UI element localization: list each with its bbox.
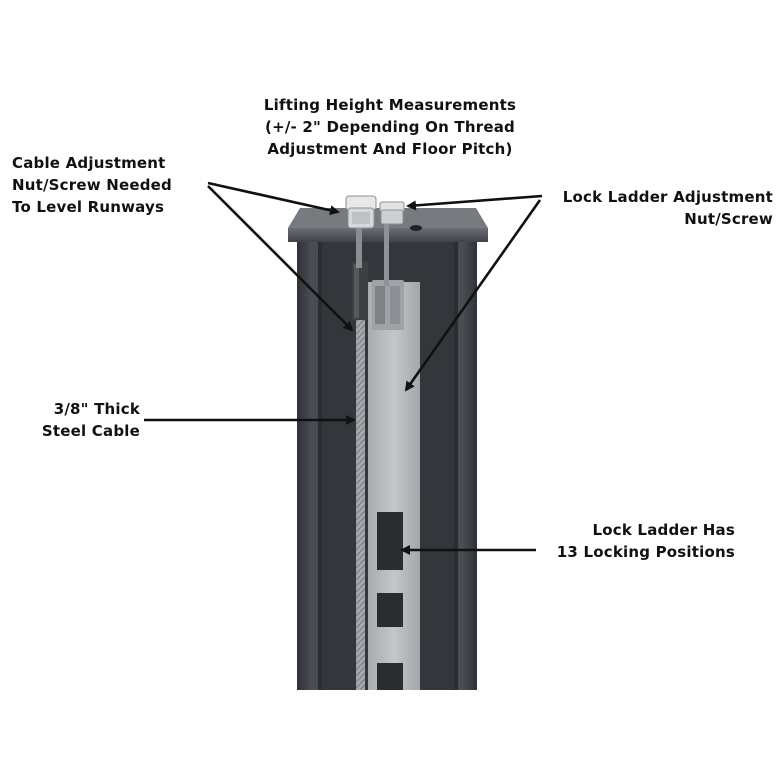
callout-cable-adjustment: Cable Adjustment Nut/Screw Needed To Lev… bbox=[12, 152, 172, 218]
callout-line: To Level Runways bbox=[12, 198, 165, 216]
callout-locking-positions: Lock Ladder Has 13 Locking Positions bbox=[557, 519, 735, 563]
callout-line: Adjustment And Floor Pitch) bbox=[267, 140, 513, 158]
plate-hole bbox=[410, 225, 422, 231]
arrow-lock-ladder bbox=[404, 199, 542, 392]
callout-line: 13 Locking Positions bbox=[556, 543, 735, 561]
ladder-slot bbox=[377, 663, 403, 690]
ladder-slot bbox=[377, 512, 403, 570]
callout-line: Lock Ladder Has bbox=[592, 521, 735, 539]
callout-line: Lifting Height Measurements bbox=[263, 96, 517, 114]
arrow-cable-adjustment-nut bbox=[207, 181, 340, 216]
callout-line: Nut/Screw Needed bbox=[12, 176, 172, 194]
callout-line: Steel Cable bbox=[41, 422, 140, 440]
callout-line: Lock Ladder Adjustment bbox=[562, 188, 773, 206]
cable-threaded-rod bbox=[356, 218, 362, 268]
callout-line: Cable Adjustment bbox=[12, 154, 166, 172]
arrow-lock-ladder-nut bbox=[406, 194, 543, 211]
callout-steel-cable: 3/8" Thick Steel Cable bbox=[30, 398, 140, 442]
callout-lifting-height: Lifting Height Measurements (+/- 2" Depe… bbox=[240, 94, 540, 160]
ladder-slot bbox=[377, 593, 403, 627]
cable-adjustment-nut bbox=[345, 195, 377, 229]
steel-cable bbox=[356, 276, 365, 690]
lock-ladder-adjustment-nut bbox=[379, 201, 405, 225]
cable-end-block bbox=[352, 262, 368, 320]
callout-arrows bbox=[144, 181, 543, 555]
callout-line: Nut/Screw bbox=[684, 210, 773, 228]
callout-line: 3/8" Thick bbox=[53, 400, 140, 418]
callout-line: (+/- 2" Depending On Thread bbox=[265, 118, 515, 136]
lock-ladder bbox=[368, 282, 420, 690]
ladder-bracket bbox=[372, 280, 404, 330]
arrow-cable-to-rod bbox=[207, 185, 354, 332]
callout-lock-ladder-adjustment: Lock Ladder Adjustment Nut/Screw bbox=[563, 186, 773, 230]
ladder-threaded-rod bbox=[384, 218, 389, 286]
